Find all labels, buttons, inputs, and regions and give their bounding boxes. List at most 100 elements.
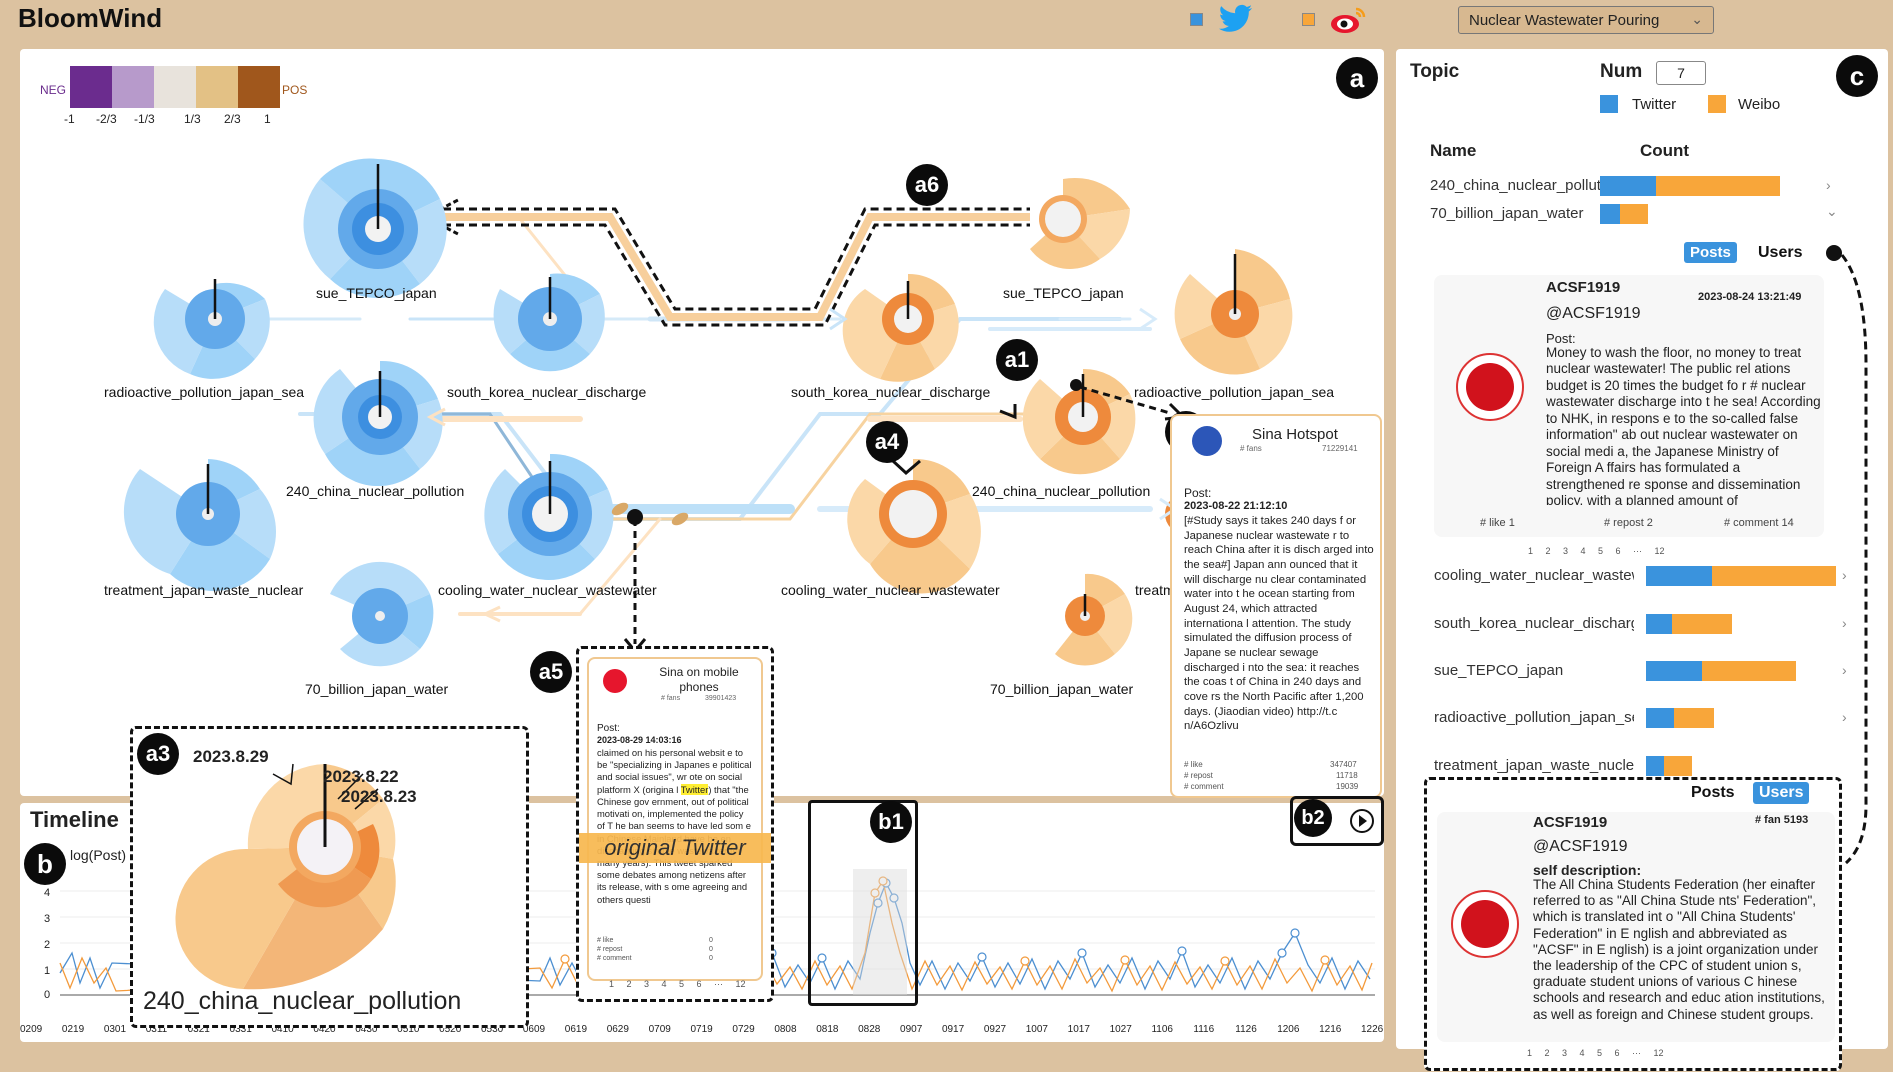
post-text: claimed on his personal websit e to be "… — [597, 747, 753, 917]
badge-c: c — [1836, 55, 1878, 97]
highlight-flow-a6 — [440, 213, 1030, 321]
twitter-topic-node-cooling — [484, 453, 614, 581]
play-control-b2[interactable]: b2 — [1290, 796, 1384, 846]
topic-row[interactable]: radioactive_pollution_japan_sea › — [1396, 703, 1888, 733]
twitter-legend-label: Twitter — [1632, 96, 1677, 113]
legend-tick: 1 — [264, 112, 271, 126]
node-label[interactable]: 70_billion_japan_water — [990, 681, 1134, 697]
node-label[interactable]: radioactive_pollution_japan_sea — [1134, 384, 1335, 400]
x-tick: 1226 — [1361, 1024, 1384, 1035]
comment-count: # comment 14 — [1724, 517, 1794, 529]
node-label[interactable]: cooling_water_nuclear_wastewater — [781, 582, 1000, 598]
twitter-topic-node-70-billion — [330, 561, 434, 667]
topic-row[interactable]: south_korea_nuclear_discharge › — [1396, 609, 1888, 639]
self-desc-label: self description: — [1533, 862, 1642, 878]
chevron-right-icon[interactable]: › — [1842, 709, 1847, 725]
post-username: ACSF1919 — [1546, 279, 1621, 296]
weibo-legend-square[interactable] — [1302, 13, 1315, 26]
post-card-sina-mobile-a5[interactable]: Sina on mobile phones # fans 39901423 Po… — [576, 646, 774, 1002]
post-card[interactable]: ACSF1919 2023-08-24 13:21:49 @ACSF1919 P… — [1434, 275, 1824, 537]
chevron-down-icon: ⌄ — [1691, 11, 1703, 27]
node-label[interactable]: 70_billion_japan_water — [305, 681, 449, 697]
node-label[interactable]: south_korea_nuclear_discharge — [791, 384, 991, 400]
x-tick: 0430 — [355, 1024, 378, 1035]
twitter-bird-icon — [1219, 4, 1252, 32]
tab-posts[interactable]: Posts — [1691, 784, 1735, 801]
user-card-panel[interactable]: Posts Users ACSF1919 # fan 5193 @ACSF191… — [1424, 777, 1842, 1071]
weibo-topic-node-cooling — [847, 458, 981, 594]
twitter-count-bar — [1646, 614, 1672, 634]
tab-users[interactable]: Users — [1758, 244, 1803, 261]
topic-title: Topic — [1410, 61, 1460, 82]
chevron-down-icon[interactable]: ⌄ — [1826, 203, 1838, 219]
topic-name: treatment_japan_waste_nuclear — [1434, 757, 1634, 774]
x-tick: 0709 — [648, 1024, 671, 1035]
zoom-inset-a3: a3 2023.8.29 2023.8.22 2023.8.23 240_chi… — [130, 726, 529, 1028]
topic-row[interactable]: treatment_japan_waste_nuclear — [1396, 751, 1888, 781]
topic-row[interactable]: cooling_water_nuclear_wastewater › — [1396, 561, 1888, 591]
avatar — [1192, 426, 1222, 456]
node-label[interactable]: treatm — [1135, 582, 1175, 598]
node-label[interactable]: south_korea_nuclear_discharge — [447, 384, 647, 400]
zoom-date: 2023.8.22 — [323, 767, 399, 786]
connector-arrow — [1826, 245, 1868, 865]
x-tick: 0619 — [564, 1024, 588, 1035]
peak-highlight-b1[interactable] — [808, 800, 918, 1006]
weibo-count-bar — [1702, 661, 1796, 681]
topic-row[interactable]: 70_billion_japan_water ⌄ — [1396, 201, 1888, 227]
node-label[interactable]: 240_china_nuclear_pollution — [972, 483, 1151, 499]
pagination[interactable]: 1 2 3 4 5 6 ··· 12 — [1528, 546, 1665, 556]
pagination[interactable]: 1 2 3 4 5 6 ··· 12 — [1527, 1048, 1664, 1058]
comment-label: # comment — [1184, 782, 1224, 791]
badge-b2: b2 — [1294, 799, 1332, 837]
node-label[interactable]: sue_TEPCO_japan — [1003, 285, 1124, 301]
num-input[interactable]: 7 — [1656, 61, 1706, 85]
node-label[interactable]: sue_TEPCO_japan — [316, 285, 437, 301]
chevron-right-icon[interactable]: › — [1842, 567, 1847, 583]
user-handle: @ACSF1919 — [1533, 838, 1628, 855]
play-icon[interactable] — [1349, 808, 1375, 834]
topic-name: radioactive_pollution_japan_sea — [1434, 709, 1634, 726]
avatar — [1456, 353, 1524, 421]
fans-count: 39901423 — [705, 695, 737, 702]
topic-row[interactable]: 240_china_nuclear_pollution › — [1396, 173, 1888, 199]
card-username: Sina on mobile phones — [659, 665, 739, 694]
post-handle: @ACSF1919 — [1546, 305, 1641, 322]
post-card: Sina on mobile phones # fans 39901423 Po… — [587, 657, 763, 981]
weibo-count-bar — [1672, 614, 1732, 634]
x-tick: 0510 — [397, 1024, 420, 1035]
node-label[interactable]: radioactive_pollution_japan_sea — [104, 384, 305, 400]
node-label[interactable]: treatment_japan_waste_nuclear — [104, 582, 304, 598]
node-label[interactable]: 240_china_nuclear_pollution — [286, 483, 465, 499]
twitter-count-bar — [1646, 566, 1712, 586]
pagination[interactable]: 1 2 3 4 5 6 ··· 12 — [609, 979, 746, 989]
weibo-eye-icon — [1331, 7, 1366, 33]
chevron-right-icon[interactable]: › — [1842, 615, 1847, 631]
dataset-select[interactable]: Nuclear Wastewater Pouring ⌄ — [1458, 6, 1714, 34]
post-card-sina-hotspot[interactable]: Sina Hotspot # fans 71229141 Post: 2023-… — [1170, 414, 1382, 798]
badge-a6: a6 — [906, 164, 948, 206]
twitter-legend-square[interactable] — [1190, 13, 1203, 26]
x-tick: 0609 — [522, 1024, 546, 1035]
x-tick: 1126 — [1235, 1024, 1257, 1035]
sentiment-legend — [70, 66, 280, 108]
repost-label: # repost — [1184, 771, 1213, 780]
fans-count: 71229141 — [1322, 444, 1358, 453]
app-title: BloomWind — [18, 3, 163, 33]
post-time: 2023-08-22 21:12:10 — [1184, 500, 1288, 512]
topic-row[interactable]: sue_TEPCO_japan › — [1396, 656, 1888, 686]
x-tick: 1017 — [1067, 1024, 1090, 1035]
tab-users[interactable]: Users — [1753, 782, 1810, 804]
chevron-right-icon[interactable]: › — [1842, 662, 1847, 678]
weibo-legend-label: Weibo — [1738, 96, 1781, 113]
node-label[interactable]: cooling_water_nuclear_wastewater — [438, 582, 657, 598]
dataset-select-value: Nuclear Wastewater Pouring — [1469, 11, 1660, 29]
tab-posts[interactable]: Posts — [1684, 242, 1737, 263]
topic-panel: c Topic Num 7 Twitter Weibo Name Count 2… — [1396, 49, 1888, 1071]
fans-label: # fans — [661, 695, 681, 702]
user-card: ACSF1919 # fan 5193 @ACSF1919 self descr… — [1437, 812, 1835, 1042]
comment-count: 0 — [709, 955, 713, 962]
post-label: Post: — [1546, 331, 1576, 346]
flow-canvas[interactable] — [20, 49, 1384, 796]
chevron-right-icon[interactable]: › — [1826, 177, 1831, 193]
